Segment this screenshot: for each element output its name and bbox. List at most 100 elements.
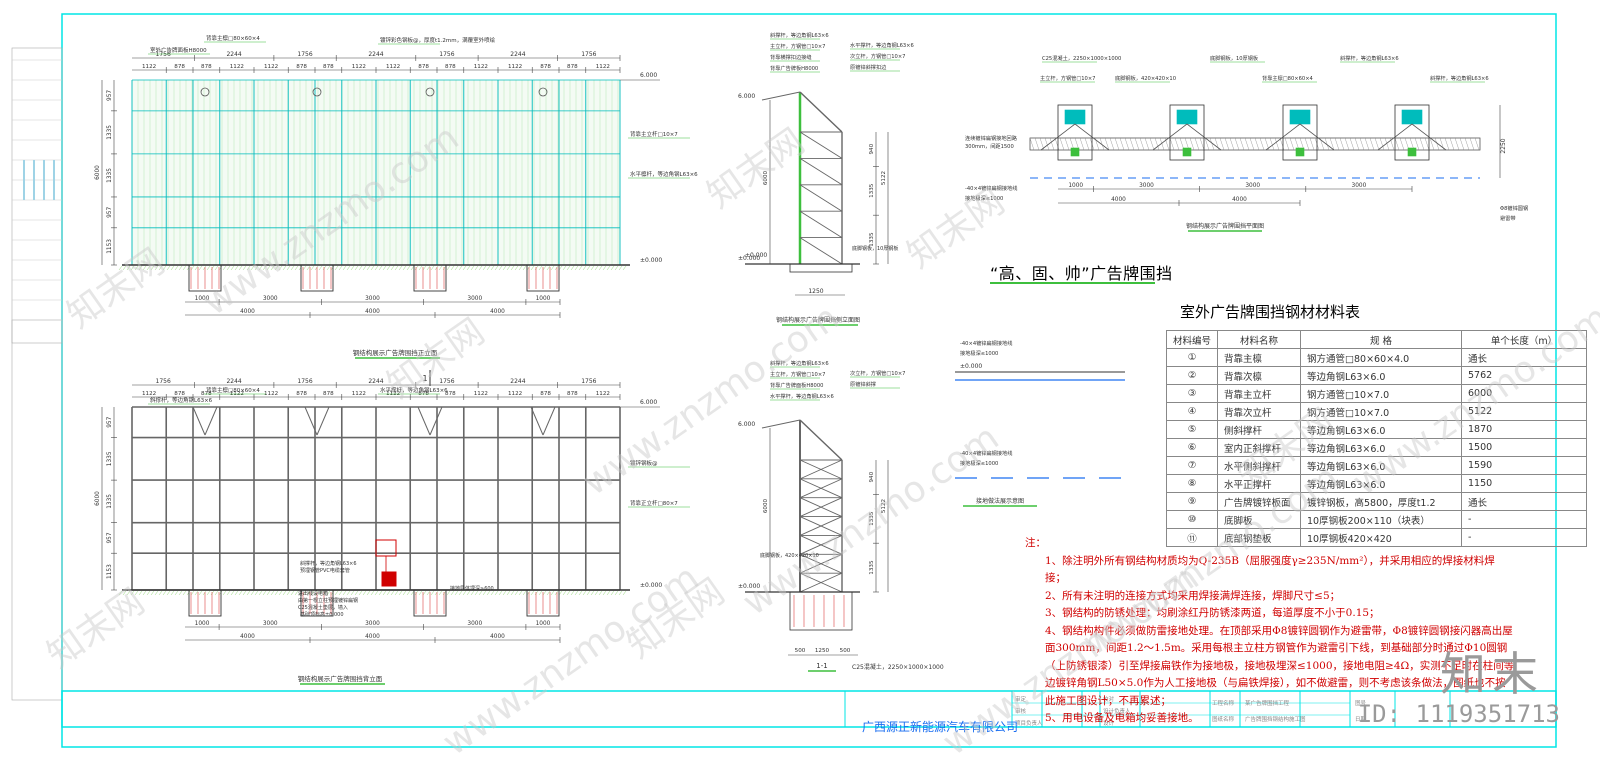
ground-hatch <box>366 265 371 271</box>
dim-text: 3000 <box>467 621 482 627</box>
ground-hatch <box>254 590 259 596</box>
level-text: ±0.000 <box>640 257 662 264</box>
table-cell: ④ <box>1165 402 1219 421</box>
plan-hatch <box>1174 137 1180 151</box>
level-text: 6.000 <box>738 421 755 428</box>
plan-hatch <box>1459 137 1465 151</box>
ground-hatch <box>214 265 219 271</box>
ground-hatch <box>590 590 595 596</box>
back-brace <box>316 406 330 436</box>
ground-hatch <box>614 590 619 596</box>
ground-hatch <box>390 265 395 271</box>
ground-hatch <box>374 265 379 271</box>
plan-brace <box>1040 123 1076 151</box>
ground-hatch <box>290 265 295 271</box>
diagonal-strut <box>799 535 843 555</box>
dim-text: 2244 <box>226 378 241 385</box>
concrete-footing <box>300 264 334 292</box>
plan-hatch <box>1244 137 1250 151</box>
ground-hatch <box>130 590 135 596</box>
plan-hatch <box>1434 137 1440 151</box>
plan-hatch <box>1099 137 1105 151</box>
ground-hatch <box>426 265 431 271</box>
ground-hatch <box>298 590 303 596</box>
ground-hatch <box>286 590 291 596</box>
ground-hatch <box>338 590 343 596</box>
dim-text: 1122 <box>508 391 522 397</box>
plan-hatch <box>1444 137 1450 151</box>
ground-hatch <box>226 265 231 271</box>
plan-hatch <box>1424 137 1430 151</box>
plan-base-plate <box>1407 147 1417 157</box>
ground-hatch <box>470 590 475 596</box>
dim-text: 2244 <box>368 51 383 58</box>
ground-hatch <box>462 590 467 596</box>
plan-hatch <box>1454 137 1460 151</box>
diagonal-strut <box>799 478 843 499</box>
table-cell: - <box>1461 510 1588 529</box>
plan-hatch <box>1029 137 1035 151</box>
table-cell: 通长 <box>1461 492 1588 511</box>
ground-hatch <box>582 265 587 271</box>
plan-hatch <box>1204 137 1210 151</box>
dim-text: 1122 <box>352 391 366 397</box>
ground-hatch <box>142 265 147 271</box>
ground-hatch <box>434 590 439 596</box>
callout-text: 水平撑杆，等边角钢L63×6 <box>380 386 448 394</box>
plan-hatch <box>1234 137 1240 151</box>
dim-text: 878 <box>540 64 551 70</box>
ground-hatch <box>546 590 551 596</box>
ground-hatch <box>342 265 347 271</box>
ground-hatch <box>118 590 123 596</box>
dim-text: 878 <box>323 64 334 70</box>
plan-hatch <box>1124 137 1130 151</box>
brand-watermark: 知末 <box>1440 647 1544 701</box>
dim-text: 1250 <box>815 648 830 654</box>
callout-text: Φ8镀锌圆钢 <box>1500 204 1528 212</box>
section-title: 1-1 <box>816 662 827 670</box>
note-item: 1、除注明外所有钢结构材质均为Q-235B（屈服强度γ≥235N/mm²），并采… <box>1045 554 1495 585</box>
section-1-1: 6.000±0.0009401335133551226000斜撑杆，等边角钢L6… <box>738 359 905 631</box>
dim-text: 940 <box>869 471 875 482</box>
ground-hatch <box>598 265 603 271</box>
dim-text: 1122 <box>352 64 366 70</box>
plan-hatch <box>1419 137 1425 151</box>
ground-hatch <box>570 265 575 271</box>
callout-text: 接地导体埋深≥600 <box>450 585 494 592</box>
table-cell: ② <box>1165 366 1219 385</box>
callout-text: -40×4镀锌扁钢接地线 <box>965 184 1017 192</box>
plan-hatch <box>1364 137 1370 151</box>
dim-text: 4000 <box>1111 197 1126 203</box>
dim-text: 1756 <box>156 378 171 385</box>
ground-hatch <box>602 590 607 596</box>
ground-hatch <box>554 265 559 271</box>
table-cell: 钢方通管□80×60×4.0 <box>1300 348 1463 367</box>
table-cell: 5122 <box>1461 402 1588 421</box>
ground-hatch <box>138 590 143 596</box>
dim-text: 1335 <box>869 511 875 526</box>
level-text: 6.000 <box>640 399 657 406</box>
dim-text: 1122 <box>474 391 488 397</box>
drawing-main-title: “高、固、帅”广告牌围挡 <box>990 264 1173 283</box>
ground-hatch <box>542 265 547 271</box>
ground-hatch <box>286 265 291 271</box>
ground-hatch <box>482 590 487 596</box>
ground-hatch <box>326 590 331 596</box>
ground-hatch <box>178 590 183 596</box>
top-brace <box>799 91 843 133</box>
ground-hatch <box>166 590 171 596</box>
plan-hatch <box>1324 137 1330 151</box>
dim-text: 1335 <box>107 494 113 509</box>
ground-hatch <box>310 590 315 596</box>
ground-hatch <box>614 265 619 271</box>
ground-hatch <box>398 590 403 596</box>
plan-hatch <box>1144 137 1150 151</box>
concrete-footing <box>526 264 560 292</box>
back-brace <box>542 406 556 436</box>
